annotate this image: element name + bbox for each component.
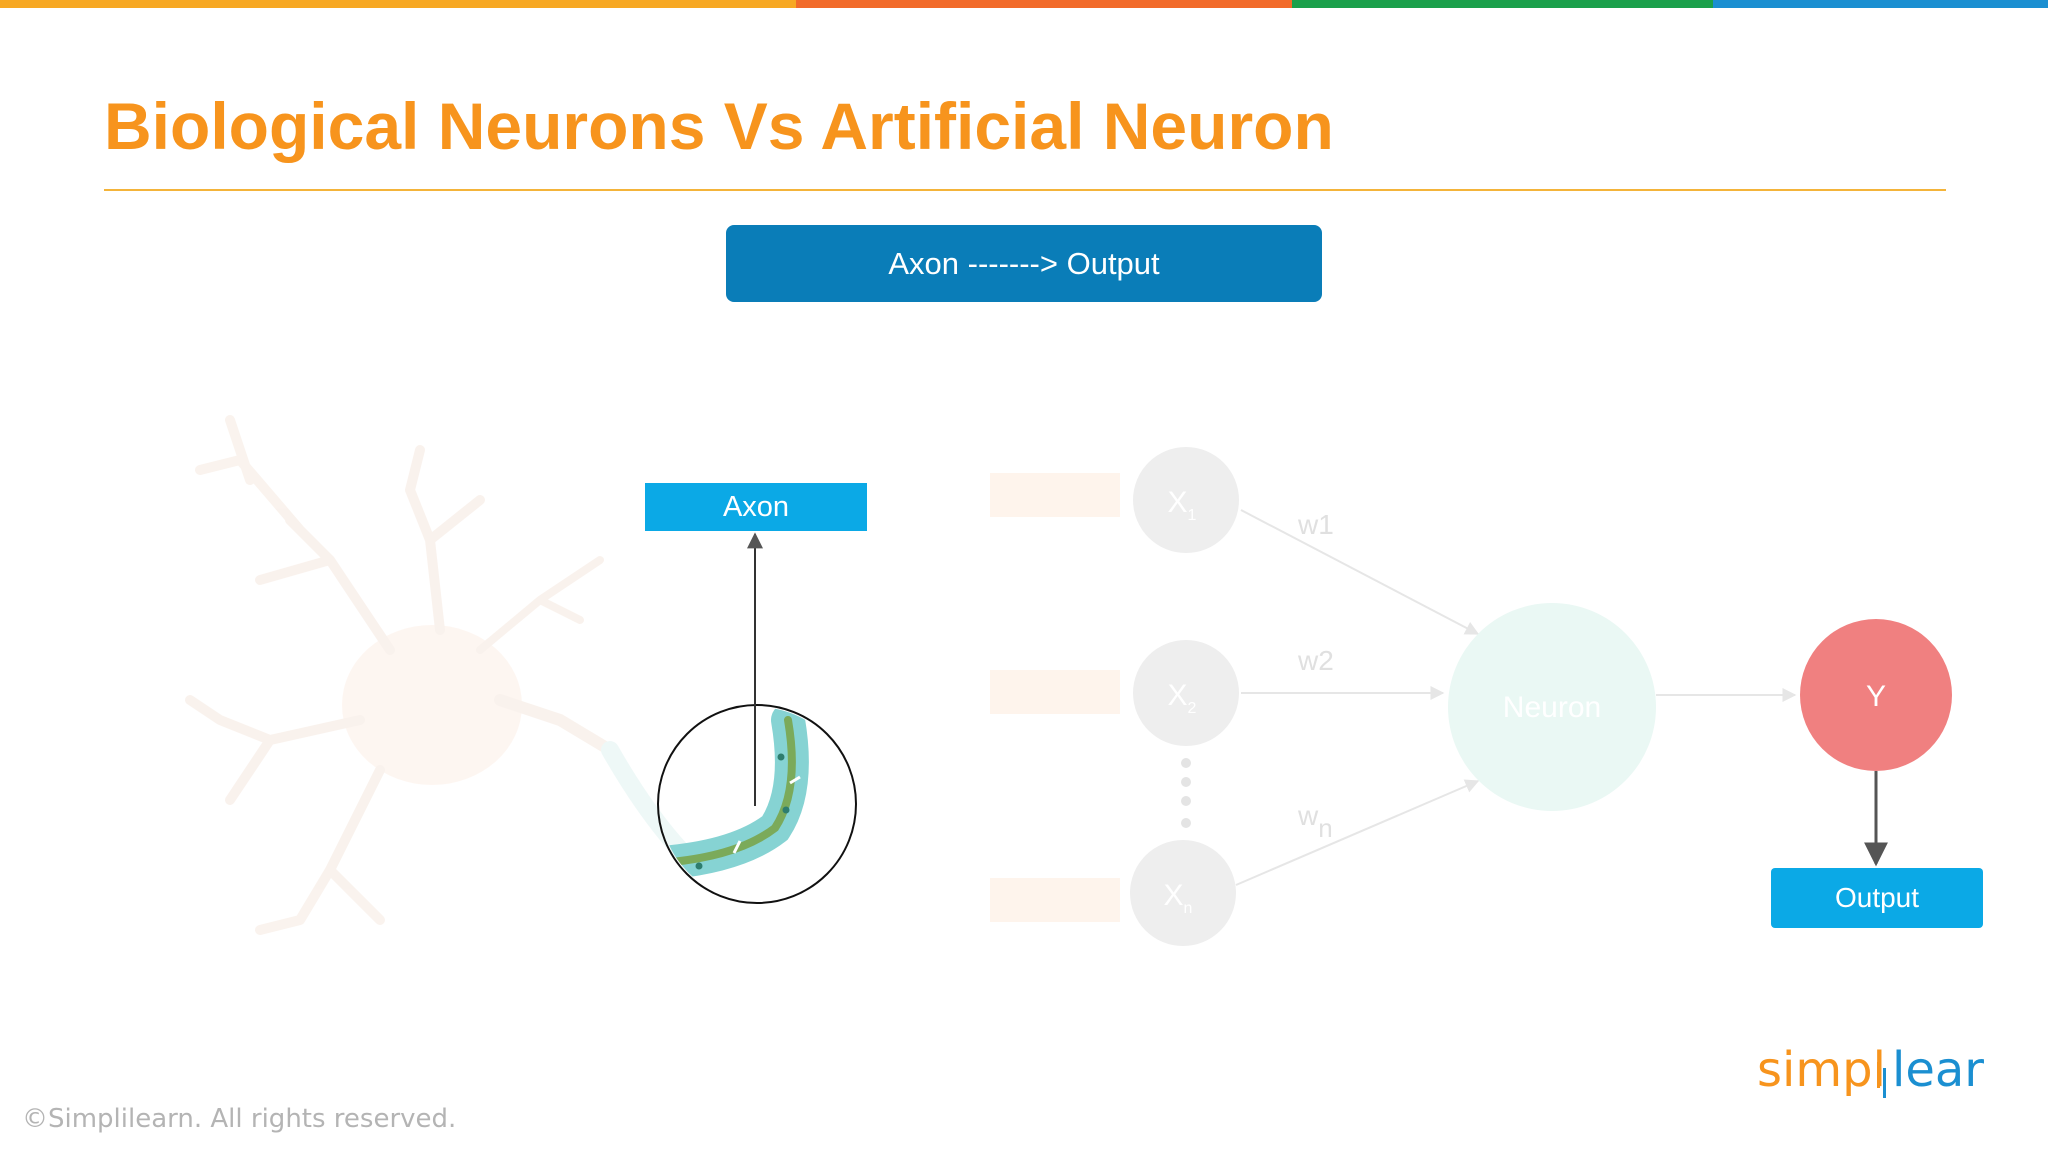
simplilearn-logo-graphic: simpl learn: [1757, 1038, 1987, 1108]
weight-arrow-n: [1236, 781, 1478, 885]
magnifier-lens: [658, 705, 856, 903]
weight-label-wn: wn: [1297, 800, 1333, 843]
logo-text-simpl: simpl: [1757, 1042, 1886, 1098]
logo-text-learn: learn: [1892, 1042, 1987, 1098]
axon-magnified: [672, 720, 800, 870]
biological-neuron-image: [190, 420, 690, 930]
input-box-1: [990, 473, 1120, 517]
axon-label-text: Axon: [723, 491, 789, 524]
input-box-2: [990, 670, 1120, 714]
input-box-n: [990, 878, 1120, 922]
axon-label-box: Axon: [645, 483, 867, 531]
simplilearn-logo: simpl learn: [1757, 1038, 1987, 1113]
ellipsis-dots: [1181, 758, 1191, 828]
output-label-text: Output: [1835, 882, 1919, 914]
neuron-node-label: Neuron: [1503, 691, 1601, 724]
weight-label-w2: w2: [1297, 645, 1334, 676]
output-label-box: Output: [1771, 868, 1983, 928]
weight-label-w1: w1: [1297, 509, 1334, 540]
output-node-y-label: Y: [1866, 680, 1886, 713]
copyright-footer: ©Simplilearn. All rights reserved.: [22, 1104, 456, 1134]
weight-arrow-1: [1241, 510, 1478, 634]
